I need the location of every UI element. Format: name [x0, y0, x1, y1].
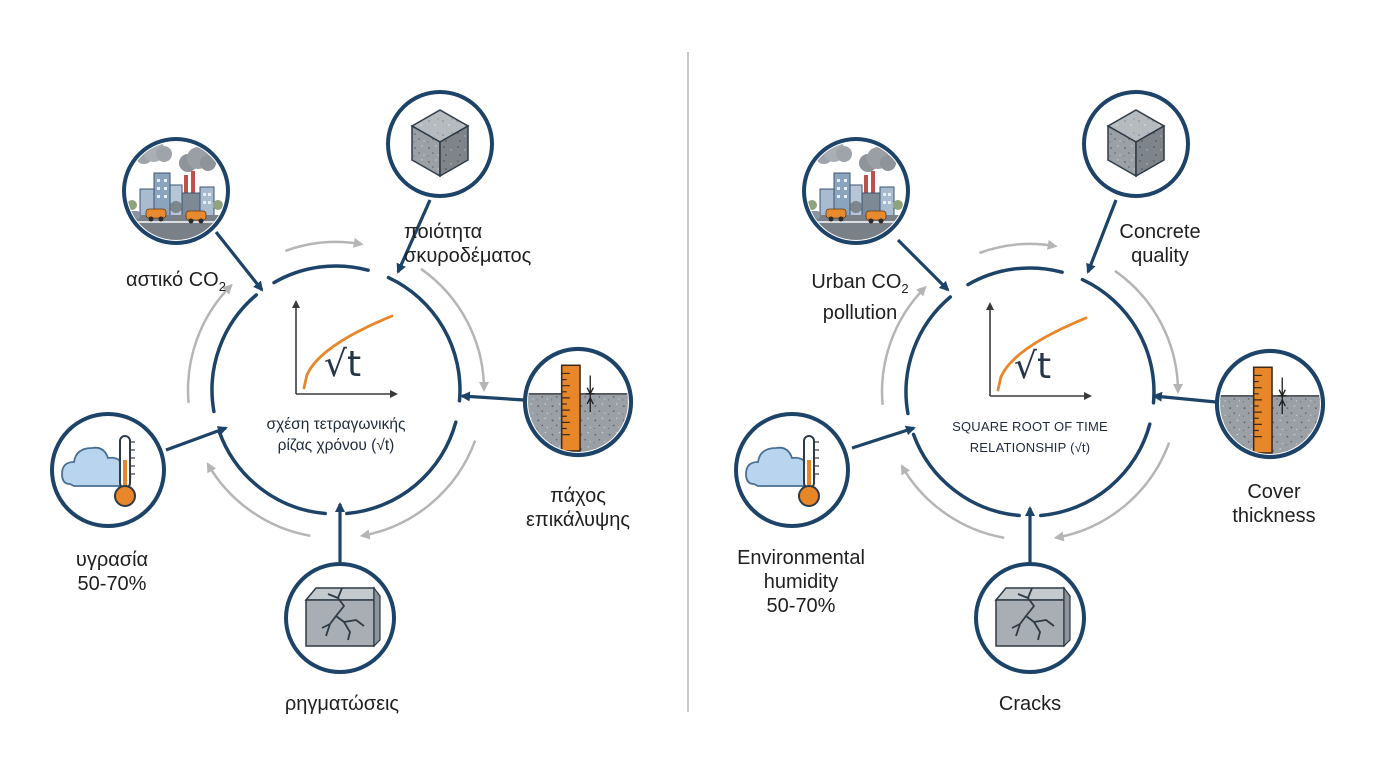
greek-sqrt-symbol: √t [324, 344, 362, 385]
greek-cover-thickness-ruler-arrow [460, 391, 525, 402]
english-cycle-arrow-4 [880, 285, 927, 406]
english-cycle-arrow-0 [978, 239, 1058, 255]
greek-cracks-label: ρηγματώσεις [284, 693, 400, 715]
greek-cycle-arrow-3 [206, 462, 311, 538]
english-cracks-label: Cracks [998, 693, 1062, 715]
english-sqrt-symbol: √t [1014, 346, 1052, 387]
greek-inner-ring-segment-2 [345, 420, 458, 516]
greek-city-pollution-icon [116, 139, 236, 245]
english-inner-ring-segment-0 [966, 266, 1064, 287]
english-thermometer-cloud-arrow [851, 425, 916, 450]
greek-cycle-arrow-0 [284, 237, 364, 253]
greek-panel [50, 90, 634, 674]
greek-concrete-cube-icon [386, 90, 494, 198]
english-urban-co2-label: Urban CO2 pollution [811, 271, 909, 324]
english-concrete-cube-arrow [1086, 199, 1118, 274]
greek-city-pollution-arrow [214, 231, 264, 292]
english-cover-thickness-ruler-arrow [1152, 391, 1217, 404]
english-thermometer-cloud-icon [734, 412, 850, 528]
greek-cracked-block-icon [284, 562, 396, 674]
greek-thermometer-cloud-icon [50, 412, 166, 528]
greek-inner-ring-segment-1 [386, 275, 462, 403]
greek-inner-ring-segment-0 [272, 264, 370, 285]
greek-cycle-arrow-2 [359, 440, 477, 540]
english-cycle-arrow-2 [1053, 442, 1171, 542]
greek-inner-ring-segment-4 [210, 293, 259, 414]
english-inner-ring-segment-1 [1080, 277, 1156, 405]
english-cover-thickness-ruler-icon [1214, 351, 1326, 457]
greek-cover-thickness-ruler-icon [522, 349, 634, 455]
english-inner-ring-segment-4 [904, 295, 953, 416]
english-city-pollution-arrow [896, 238, 950, 292]
english-cycle-arrow-1 [1114, 269, 1183, 394]
english-panel [734, 90, 1326, 674]
panel-divider [687, 52, 689, 712]
english-sqrt-curve [996, 316, 1088, 392]
greek-sqrt-curve [302, 314, 394, 390]
english-cracked-block-icon [974, 562, 1086, 674]
english-concrete-cube-icon [1082, 90, 1190, 198]
greek-inner-ring-segment-3 [217, 430, 327, 516]
greek-thermometer-cloud-arrow [165, 426, 228, 452]
english-inner-ring-segment-3 [911, 432, 1021, 518]
greek-urban-co2-label: αστικό CO2 [126, 269, 226, 294]
english-cycle-arrow-3 [900, 464, 1005, 540]
english-inner-ring-segment-2 [1039, 422, 1152, 518]
greek-concrete-cube-arrow [396, 199, 432, 274]
greek-cycle-arrow-4 [186, 283, 233, 404]
greek-cycle-arrow-1 [420, 267, 489, 392]
english-city-pollution-icon [796, 139, 916, 245]
